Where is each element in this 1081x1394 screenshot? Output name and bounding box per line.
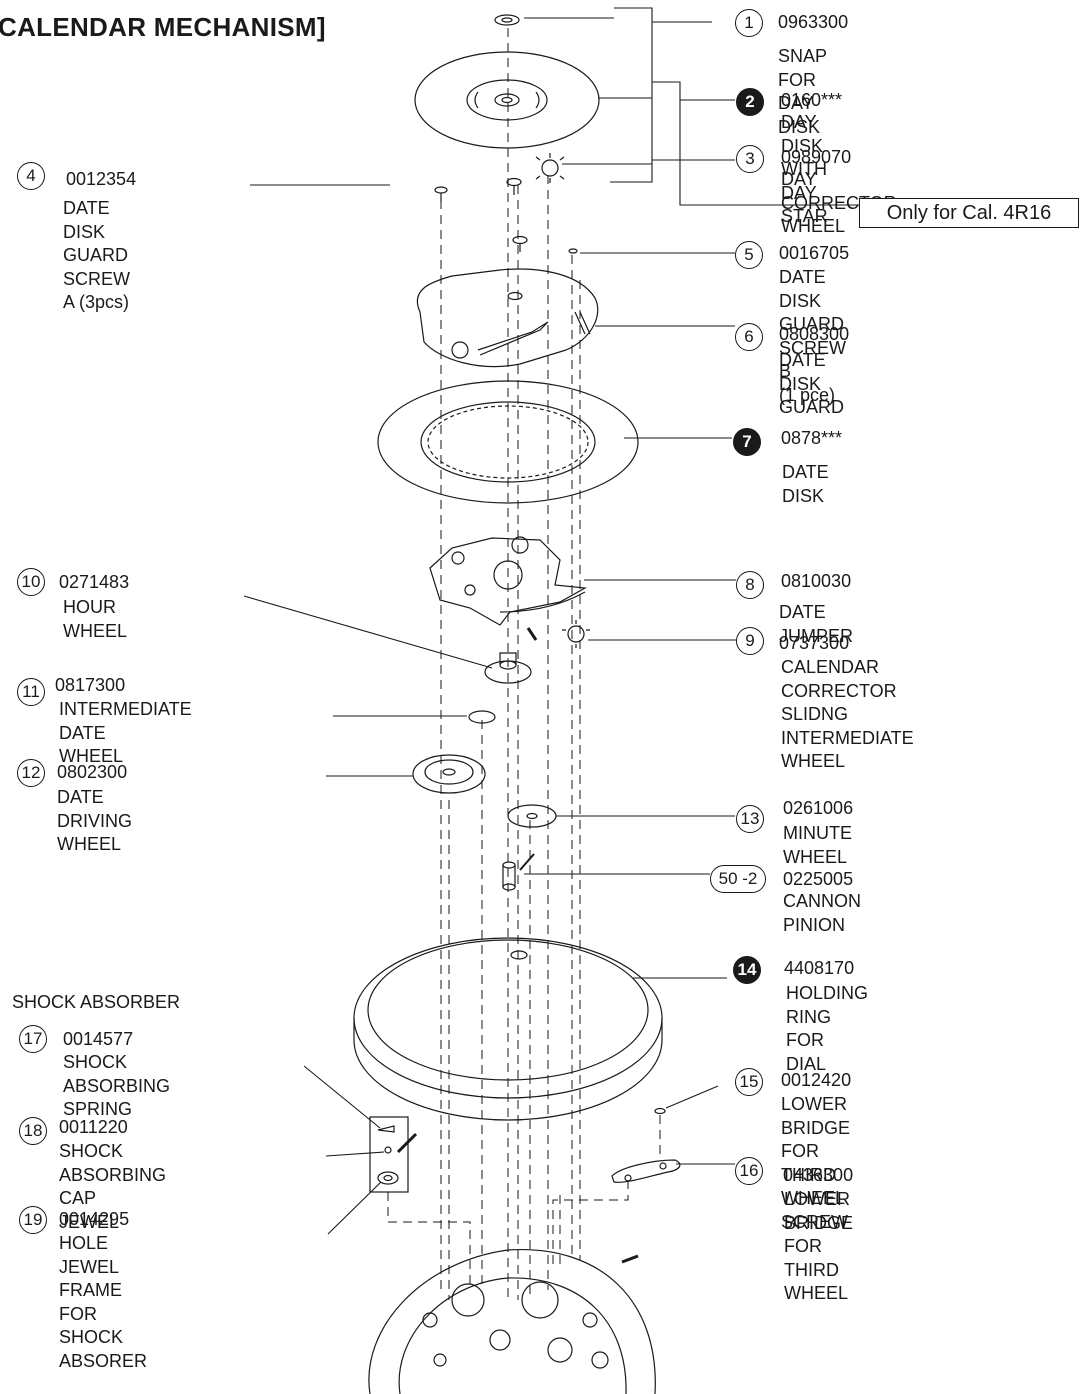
part-number-badge: 2 (736, 88, 764, 116)
part-number-badge: 6 (735, 323, 763, 351)
minute-wheel-part (507, 804, 557, 828)
part-number-badge: 10 (17, 568, 45, 596)
date-disk-part (377, 380, 639, 504)
date-disk-guard-part (416, 268, 599, 368)
part-code: 0271483 (59, 572, 130, 592)
part-code: 0011220 (59, 1117, 128, 1137)
calendar-corrector-wheel-part (562, 620, 590, 648)
part-number-badge: 15 (735, 1068, 763, 1096)
part-code: 0810030 (781, 571, 852, 591)
part-number-badge: 5 (735, 241, 763, 269)
part-code: 0878*** (781, 428, 843, 448)
part-number-badge: 17 (19, 1025, 47, 1053)
part-number-badge: 1 (735, 9, 763, 37)
part-description: HOUR WHEEL (63, 597, 128, 641)
part-number-badge: 9 (736, 627, 764, 655)
part-code: 0808300 (779, 324, 850, 344)
part-number-badge: 4 (17, 162, 45, 190)
part-number-badge: 19 (19, 1206, 47, 1234)
part-code: 4408170 (784, 958, 855, 978)
guard-screws-part (434, 177, 578, 254)
part-description: SNAP FOR DAY DISK (778, 46, 827, 137)
part-description: DATE JUMPER (779, 602, 854, 646)
day-corrector-wheel-part (535, 153, 565, 183)
part-number-badge: 11 (17, 678, 45, 706)
part-description: SHOCK ABSORBING SPRING (63, 1052, 171, 1119)
calibre-note: Only for Cal. 4R16 (859, 198, 1079, 228)
part-description: DATE DISK (782, 462, 829, 506)
shock-absorber-heading: SHOCK ABSORBER (12, 992, 181, 1012)
holding-ring-part (353, 937, 663, 1121)
part-description: SHOCK ABSORBING CAP JEWEL (59, 1141, 167, 1232)
part-description: HOLDING RING FOR DIAL (786, 983, 869, 1074)
part-description: LOWER BRIDGE FOR THIRD WHEEL SCREW (781, 1094, 851, 1232)
intermediate-date-wheel-part (468, 710, 496, 724)
part-number-badge: 16 (735, 1157, 763, 1185)
part-description: HOLE JEWEL FRAME FOR SHOCK ABSORER (59, 1233, 148, 1371)
part-code: 0436300 (783, 1165, 854, 1185)
part-description: MINUTE WHEEL (783, 823, 852, 867)
part-description: DATE DISK GUARD SCREW B (1 pce) (779, 267, 846, 405)
part-code: 0014295 (59, 1209, 130, 1229)
part-number-badge: 12 (17, 759, 45, 787)
part-code: 0963300 (778, 12, 849, 32)
part-number-badge: 13 (736, 805, 764, 833)
part-code: 0802300 (57, 762, 128, 782)
hour-wheel-part (484, 652, 532, 684)
part-code: 0012420 (781, 1070, 852, 1090)
cannon-pinion-part (502, 853, 535, 891)
date-driving-wheel-part (412, 754, 486, 794)
part-code: 0014577 (63, 1029, 134, 1049)
part-number-badge: 14 (733, 956, 761, 984)
part-number-badge: 18 (19, 1117, 47, 1145)
assembly-axes (387, 28, 661, 1300)
main-plate-part (368, 1248, 656, 1394)
part-code: 0989070 (781, 147, 852, 167)
lower-bridge-part (611, 1107, 681, 1183)
part-description: CALENDAR CORRECTOR SLIDNG INTERMEDIATE W… (781, 657, 914, 771)
part-number-badge: 7 (733, 428, 761, 456)
part-code: 0016705 (779, 243, 850, 263)
part-number-badge: 50 -2 (710, 865, 766, 893)
part-description: DATE DISK GUARD (779, 350, 845, 417)
part-code: 0160*** (781, 90, 843, 110)
part-description: DAY DISK WITH DAY STAR (781, 112, 828, 226)
part-description: LOWER BRIDGE FOR THIRD WHEEL (784, 1189, 854, 1303)
part-description: DATE DRIVING WHEEL (57, 787, 133, 854)
part-code: 0225005 (783, 869, 854, 889)
day-disk-part (414, 51, 600, 149)
page-title: CALENDAR MECHANISM] (0, 12, 326, 42)
shock-absorber-parts (369, 1116, 418, 1193)
part-number-badge: 3 (736, 145, 764, 173)
part-number-badge: 8 (736, 571, 764, 599)
part-code: 0737300 (779, 633, 850, 653)
part-code: 0012354 (66, 169, 137, 189)
part-description: INTERMEDIATE DATE WHEEL (59, 699, 192, 766)
part-code: 0817300 (55, 675, 126, 695)
part-description: DATE DISK GUARD SCREW A (3pcs) (63, 198, 130, 312)
snap-part (494, 14, 520, 26)
date-jumper-part (429, 536, 587, 641)
part-code: 0261006 (783, 798, 854, 818)
leader-lines (243, 7, 860, 1235)
part-description: CANNON PINION (783, 891, 862, 935)
